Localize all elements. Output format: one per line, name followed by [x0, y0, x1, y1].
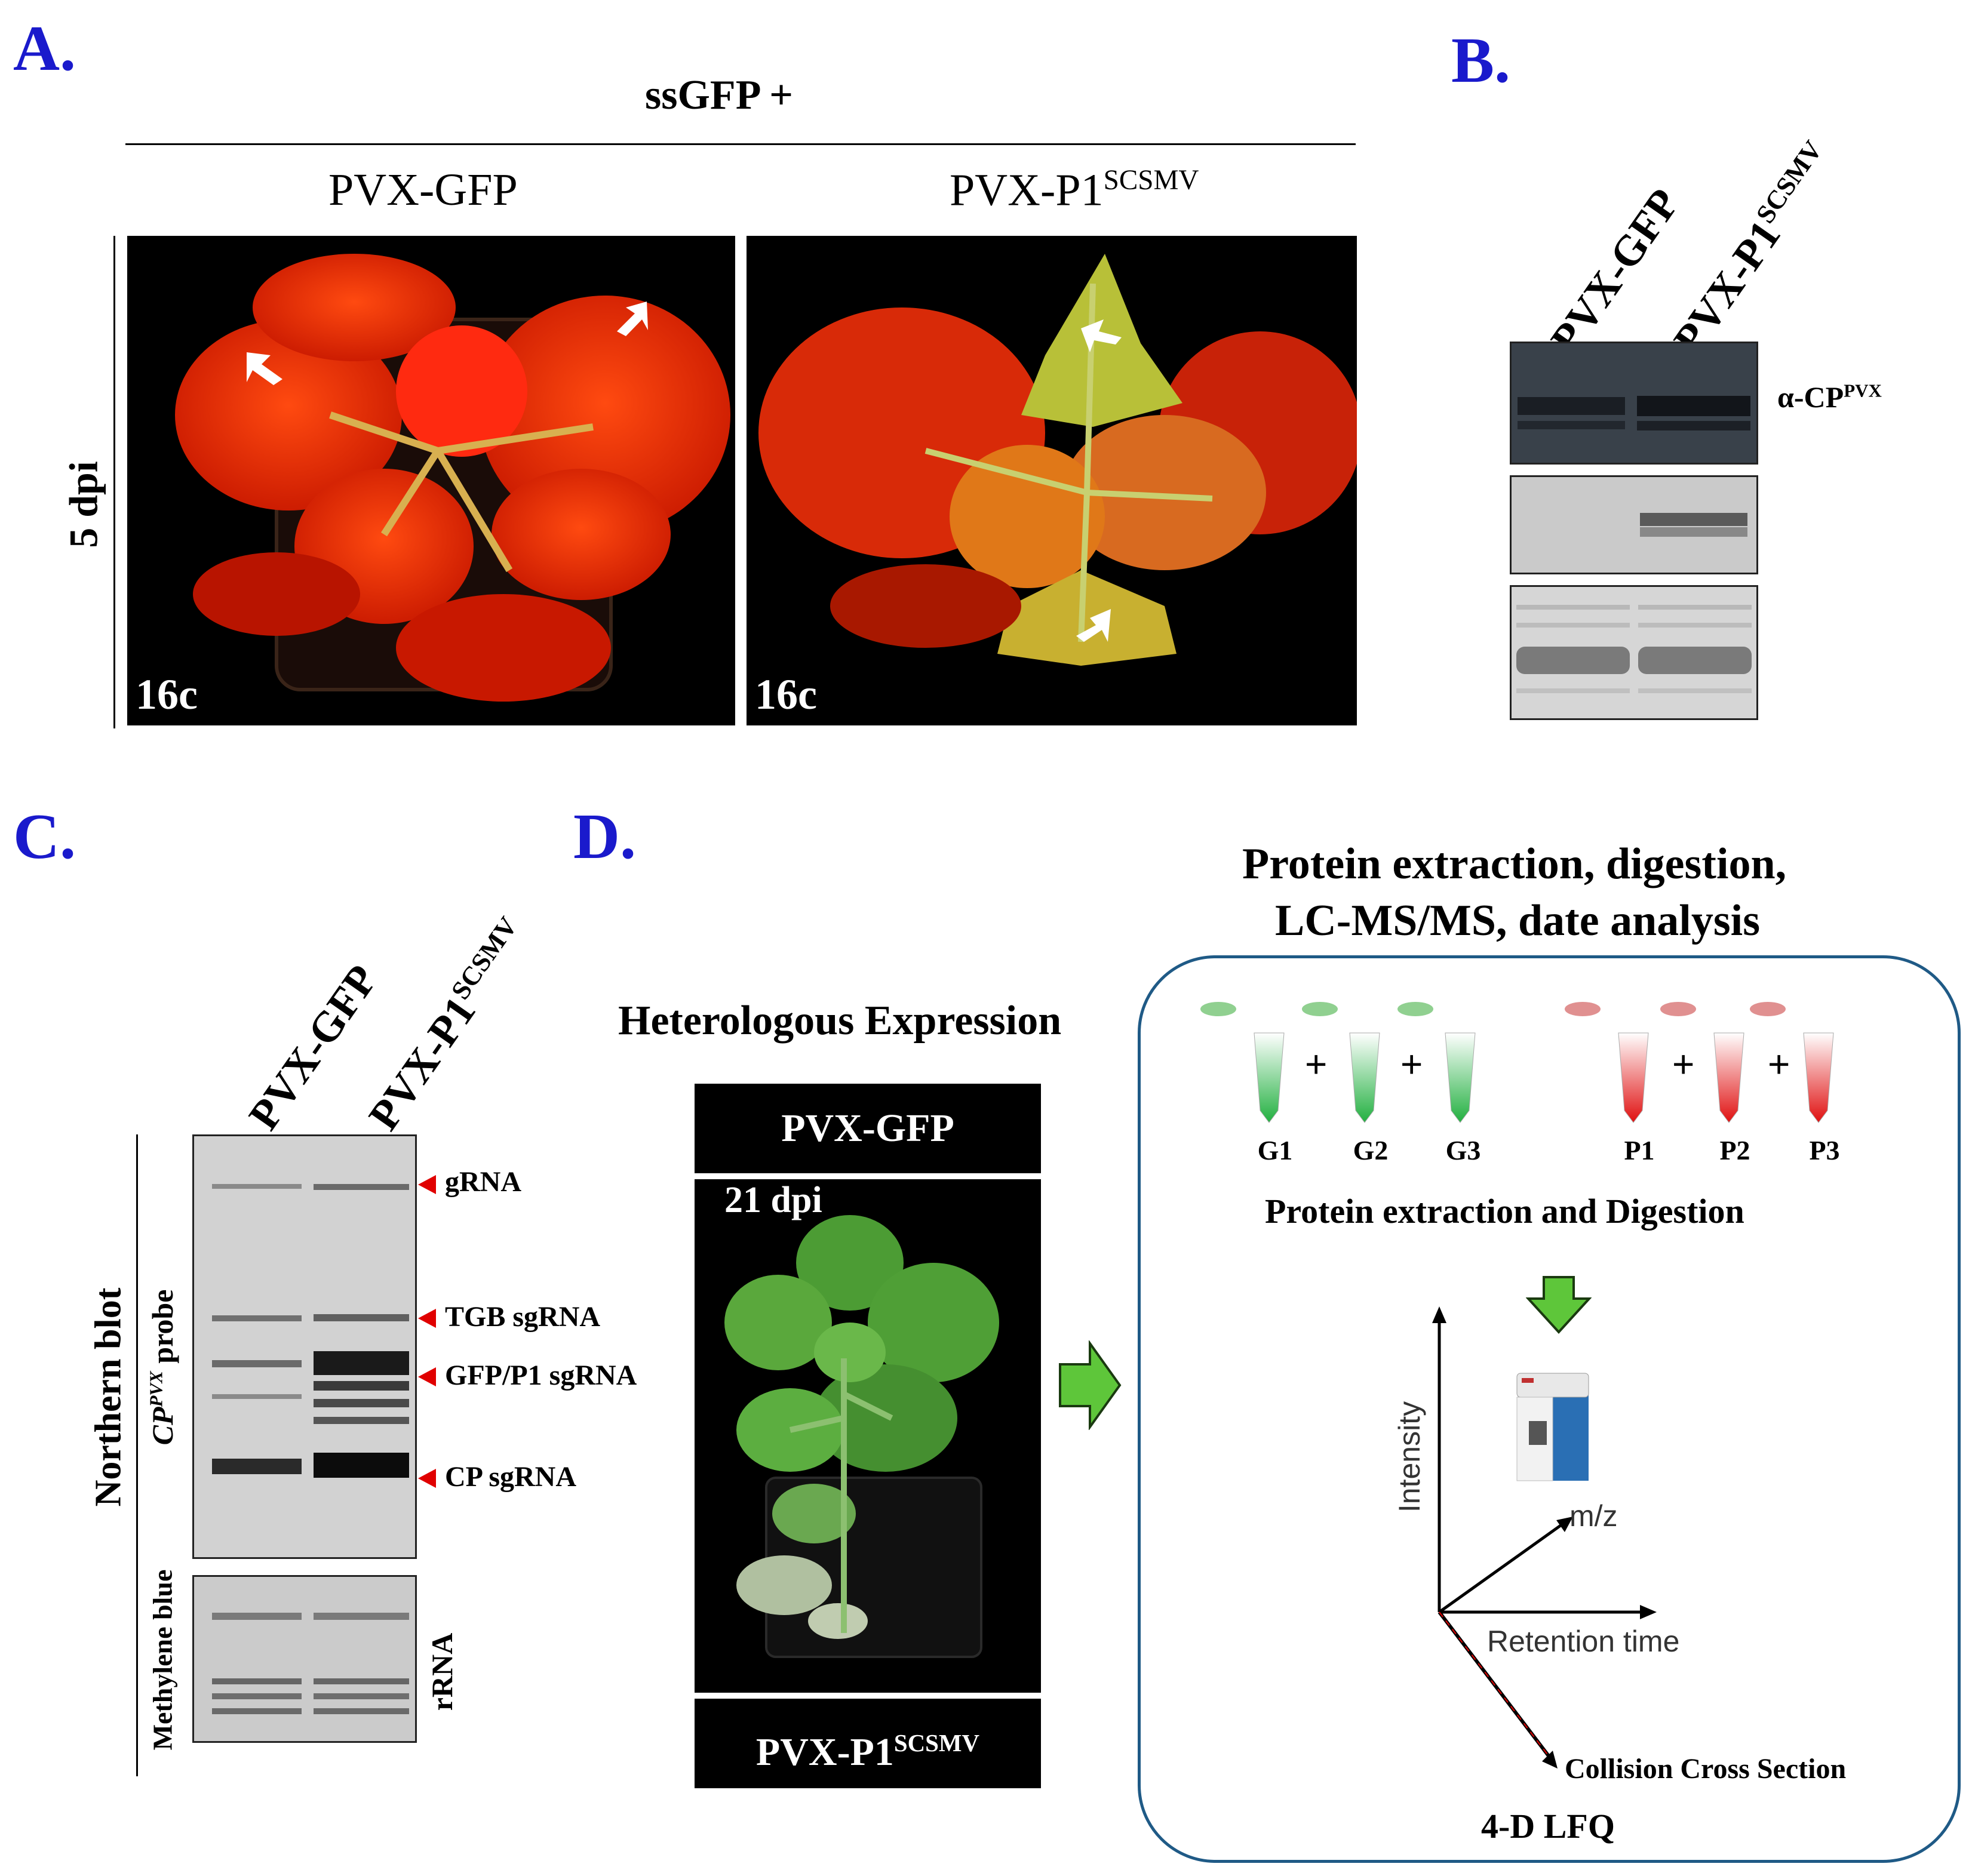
panel-d-box-pvx-gfp: PVX-GFP	[695, 1084, 1041, 1173]
tube-icon	[1302, 1002, 1380, 1123]
panel-c-side-rule	[136, 1134, 138, 1776]
fluorescent-plant-image	[758, 254, 1357, 666]
panel-d-box-pvx-p1: PVX-P1SCSMV	[695, 1699, 1041, 1788]
tube-label-p1: P1	[1624, 1135, 1655, 1165]
plant-image	[724, 1215, 999, 1658]
panel-b-letter: B.	[1451, 25, 1511, 96]
band-arrow-icon	[418, 1469, 436, 1488]
mass-spectrometer-icon	[1516, 1373, 1589, 1481]
panel-a-col1-label: PVX-GFP	[328, 165, 518, 215]
axis-label-intensity: Intensity	[1393, 1401, 1426, 1513]
panel-a-photo-pvx-p1: 16c	[747, 236, 1357, 725]
panel-c-probe-label: CPPVX probe	[145, 1289, 179, 1446]
blot-bands	[1512, 587, 1756, 718]
panel-a-photo1-label: 16c	[136, 671, 198, 718]
band-label-gfp-p1: GFP/P1 sgRNA	[445, 1360, 637, 1391]
green-arrow-down-icon	[1526, 1276, 1592, 1334]
tube-icon	[1565, 1002, 1649, 1123]
band-arrow-icon	[418, 1367, 436, 1386]
tube-label-g3: G3	[1445, 1135, 1481, 1165]
blot-bands	[1512, 343, 1756, 463]
panel-a-col2-label: PVX-P1SCSMV	[950, 165, 1199, 216]
tube-label-g2: G2	[1353, 1135, 1389, 1165]
plus-sign: +	[1305, 1042, 1328, 1085]
panel-c-letter: C.	[13, 801, 76, 872]
panel-d-letter: D.	[573, 801, 636, 872]
panel-d-heterologous-label: Heterologous Expression	[618, 998, 1062, 1044]
panel-c-methylene-label: Methylene blue	[147, 1569, 178, 1751]
panel-a-header-rule	[125, 143, 1356, 145]
panel-b-p1-blot	[1510, 475, 1758, 574]
blot-bands	[194, 1136, 415, 1557]
tube-icon	[1397, 1002, 1476, 1123]
panel-a-photo-pvx-gfp: 16c	[127, 236, 735, 725]
panel-a-row-label: 5 dpi	[60, 461, 106, 548]
panel-c-northern-label: Northern blot	[88, 1287, 129, 1507]
panel-c-lane2-label: PVX-P1SCSMV	[359, 911, 523, 1139]
panel-d-workflow-box	[1138, 955, 1961, 1863]
panel-d-plant-photo: 21 dpi	[695, 1179, 1041, 1693]
green-arrow-right-icon	[1059, 1340, 1122, 1430]
tube-icon	[1200, 1002, 1285, 1123]
band-label-cp: CP sgRNA	[445, 1461, 577, 1493]
panel-a-letter: A.	[13, 13, 76, 84]
tube-label-p2: P2	[1719, 1135, 1750, 1165]
axis-label-retention: Retention time	[1487, 1625, 1680, 1658]
blot-bands	[1512, 477, 1756, 573]
panel-d-lfq-label: 4-D LFQ	[1481, 1807, 1615, 1846]
fluorescent-plant-image	[175, 254, 730, 702]
lfq-axes-diagram	[1432, 1306, 1657, 1769]
panel-d-title-line1: Protein extraction, digestion,	[1242, 839, 1787, 888]
panel-b-loading-control	[1510, 585, 1758, 720]
sample-tubes-image	[1200, 1002, 1834, 1123]
axis-label-mz: m/z	[1569, 1499, 1618, 1533]
panel-c-rrna-label: rRNA	[425, 1632, 459, 1711]
tube-label-g1: G1	[1257, 1135, 1293, 1165]
panel-d-title-line2: LC-MS/MS, date analysis	[1275, 896, 1761, 945]
plus-sign: +	[1768, 1042, 1790, 1085]
panel-c-rrna-blot	[192, 1575, 417, 1743]
band-label-tgb: TGB sgRNA	[445, 1301, 601, 1333]
tube-icon	[1660, 1002, 1744, 1123]
tube-icon	[1750, 1002, 1834, 1123]
panel-b-antibody-label: α-CPPVX	[1777, 380, 1882, 414]
panel-b-western-blot	[1510, 342, 1758, 465]
plus-sign: +	[1400, 1042, 1423, 1085]
panel-a-row-rule	[113, 236, 115, 728]
panel-b-lane2-label: PVX-P1SCSMV	[1664, 135, 1828, 363]
band-label-grna: gRNA	[445, 1166, 521, 1198]
tube-label-p3: P3	[1809, 1135, 1840, 1165]
panel-d-dpi-label: 21 dpi	[724, 1180, 822, 1220]
panel-c-northern-blot	[192, 1134, 417, 1559]
band-arrow-icon	[418, 1175, 436, 1194]
panel-d-extraction-label: Protein extraction and Digestion	[1265, 1192, 1744, 1231]
plus-sign: +	[1672, 1042, 1695, 1085]
band-arrow-icon	[418, 1309, 436, 1328]
axis-label-ccs: Collision Cross Section	[1565, 1753, 1847, 1785]
panel-a-header: ssGFP +	[645, 72, 793, 118]
panel-a-photo2-label: 16c	[755, 671, 817, 718]
blot-bands	[194, 1577, 415, 1741]
